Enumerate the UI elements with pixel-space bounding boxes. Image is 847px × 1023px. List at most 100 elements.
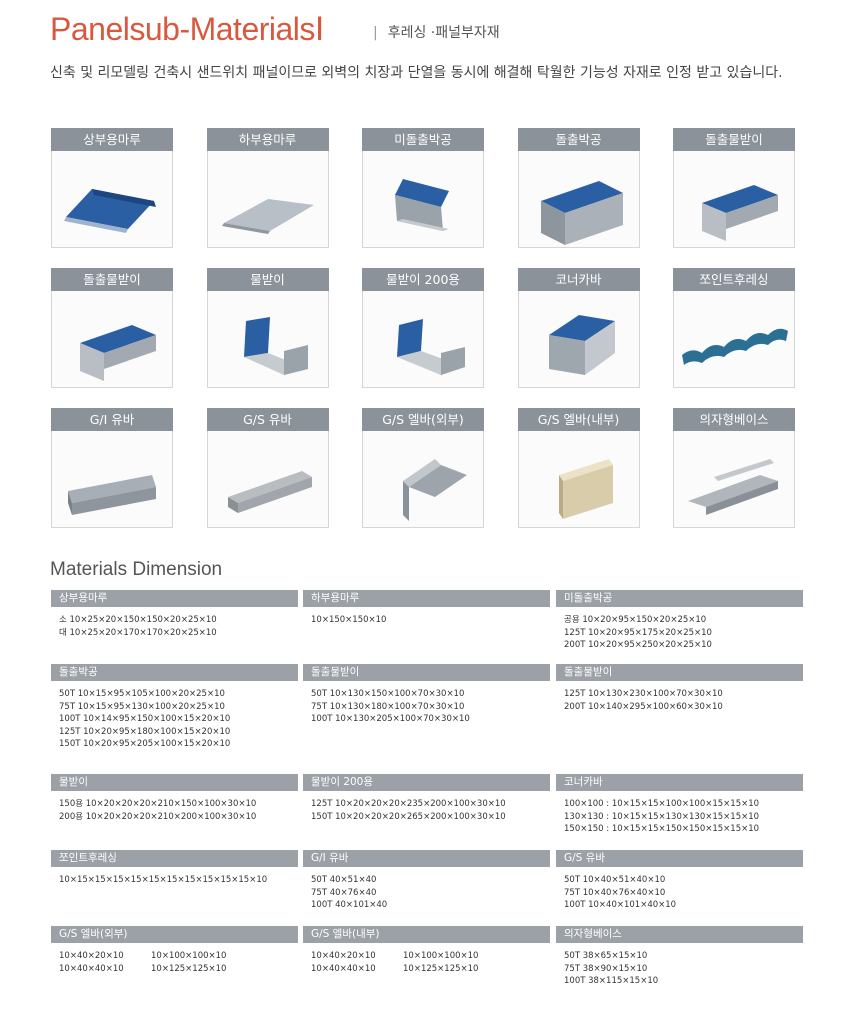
dimension-line: 10×125×125×10 xyxy=(151,963,227,974)
dimension-line: 75T 38×90×15×10 xyxy=(564,963,648,974)
product-card: 하부용마루 xyxy=(206,128,329,248)
dimension-cell-header: G/S 엘바(내부) xyxy=(303,926,550,943)
dimension-cell: 의자형베이스 50T 38×65×15×10 75T 38×90×15×10 100T… xyxy=(556,926,803,988)
dimension-cell-header: 돌출물받이 xyxy=(556,664,803,681)
lower-ridge-icon xyxy=(206,151,329,248)
dimension-cell: 물받이 150용 10×20×20×20×210×150×100×30×10 200… xyxy=(51,774,298,823)
dimension-line: 75T 40×76×40 xyxy=(311,887,377,898)
dimension-line: 130×130 : 10×15×15×130×130×15×15×10 xyxy=(564,811,760,822)
dimension-cell-header: 물받이 xyxy=(51,774,298,791)
dimension-line: 150T 10×20×20×20×265×200×100×30×10 xyxy=(311,811,506,822)
dimension-cell-header: G/S 엘바(외부) xyxy=(51,926,298,943)
product-card-title: 하부용마루 xyxy=(206,128,329,151)
product-card-title: 쪼인트후레싱 xyxy=(673,268,795,291)
dimension-line: 125T 10×130×230×100×70×30×10 xyxy=(564,689,723,699)
gs-angle-outer-icon xyxy=(362,431,484,528)
dimension-column: 10×100×100×10 10×125×125×10 xyxy=(151,950,243,975)
dimension-line: 10×100×100×10 xyxy=(151,951,227,961)
product-card-title: 돌출물받이 xyxy=(673,128,795,151)
dimension-line: 50T 10×40×51×40×10 xyxy=(564,875,666,885)
gutter-icon xyxy=(206,291,329,388)
gs-angle-inner-icon xyxy=(517,431,640,528)
dimension-cell-header: 물받이 200용 xyxy=(303,774,550,791)
chair-base-icon xyxy=(673,431,795,528)
product-card-title: G/S 유바 xyxy=(206,408,329,431)
product-card-title: 상부용마루 xyxy=(51,128,173,151)
product-card: G/S 엘바(외부) xyxy=(362,408,484,528)
dimension-line: 200T 10×140×295×100×60×30×10 xyxy=(564,701,723,712)
dimension-cell-body: 50T 10×15×95×105×100×20×25×10 75T 10×15×9… xyxy=(51,681,298,751)
product-card: G/I 유바 xyxy=(51,408,173,528)
product-card: 물받이 200용 xyxy=(362,268,484,388)
product-card-title: 돌출박공 xyxy=(517,128,640,151)
dimension-cell-header: 하부용마루 xyxy=(303,590,550,607)
dimension-line: 150T 10×20×95×205×100×15×20×10 xyxy=(59,739,231,750)
corner-cover-icon xyxy=(517,291,640,388)
dimension-line: 10×125×125×10 xyxy=(403,963,479,974)
separator-bar: | xyxy=(373,25,378,41)
dimension-line: 100T 10×130×205×100×70×30×10 xyxy=(311,714,470,725)
product-card-title: 코너카바 xyxy=(517,268,640,291)
dimension-cell-header: 코너카바 xyxy=(556,774,803,791)
dimension-line: 150×150 : 10×15×15×150×150×15×15×10 xyxy=(564,824,760,835)
product-card-title: 돌출물받이 xyxy=(51,268,173,291)
product-card: 의자형베이스 xyxy=(673,408,795,528)
dimension-line: 200T 10×20×95×250×20×25×10 xyxy=(564,640,712,651)
gs-channel-icon xyxy=(206,431,329,528)
dimension-cell: 돌출물받이 125T 10×130×230×100×70×30×10 200T 10… xyxy=(556,664,803,713)
dimension-cell-body: 공용 10×20×95×150×20×25×10 125T 10×20×95×17… xyxy=(556,607,803,652)
ridge-cap-icon xyxy=(51,151,173,248)
dimension-line: 75T 10×40×76×40×10 xyxy=(564,887,666,898)
dimension-line: 75T 10×15×95×130×100×20×25×10 xyxy=(59,701,225,712)
protruding-gutter-icon xyxy=(673,151,795,248)
dimension-cell-header: 의자형베이스 xyxy=(556,926,803,943)
product-card: 상부용마루 xyxy=(51,128,173,248)
page-header: Panelsub-MaterialsⅠ |후레싱 ·패널부자재 xyxy=(50,10,810,50)
product-card: 미돌출박공 xyxy=(362,128,484,248)
product-card: 쪼인트후레싱 xyxy=(673,268,795,388)
dimension-line: 10×150×150×10 xyxy=(311,615,387,625)
dimension-cell-header: G/I 유바 xyxy=(303,850,550,867)
dimension-cell-body: 10×15×15×15×15×15×15×15×15×15×15×10 xyxy=(51,867,298,887)
subtitle-text: 후레싱 ·패널부자재 xyxy=(387,25,500,41)
dimension-line: 125T 10×20×95×175×20×25×10 xyxy=(564,627,712,638)
dimension-line: 50T 40×51×40 xyxy=(311,875,377,885)
dimension-cell-body: 150용 10×20×20×20×210×150×100×30×10 200용 1… xyxy=(51,791,298,823)
dimension-line: 공용 10×20×95×150×20×25×10 xyxy=(564,615,707,625)
dimension-line: 50T 10×15×95×105×100×20×25×10 xyxy=(59,689,225,699)
dimension-line: 125T 10×20×95×180×100×15×20×10 xyxy=(59,726,231,737)
gable-flashing-icon xyxy=(362,151,484,248)
product-card: 돌출물받이 xyxy=(51,268,173,388)
dimension-cell: G/I 유바 50T 40×51×40 75T 40×76×40 100T 40×10… xyxy=(303,850,550,912)
dimension-cell: 하부용마루 10×150×150×10 xyxy=(303,590,550,627)
dimension-line: 75T 10×130×180×100×70×30×10 xyxy=(311,701,465,712)
dimension-line: 100T 38×115×15×10 xyxy=(564,976,659,987)
dimension-line: 200용 10×20×20×20×210×200×100×30×10 xyxy=(59,811,257,822)
dimension-line: 50T 38×65×15×10 xyxy=(564,951,648,961)
product-card-title: 물받이 200용 xyxy=(362,268,484,291)
dimension-cell-header: 미돌출박공 xyxy=(556,590,803,607)
intro-text: 신축 및 리모델링 건축시 샌드위치 패널이므로 외벽의 치장과 단열을 동시에… xyxy=(50,65,783,81)
product-card: 코너카바 xyxy=(517,268,640,388)
product-card-title: G/I 유바 xyxy=(51,408,173,431)
dimension-line: 100T 10×40×101×40×10 xyxy=(564,900,677,911)
protruding-gable-icon xyxy=(517,151,640,248)
dimension-line: 100T 10×14×95×150×100×15×20×10 xyxy=(59,714,231,725)
dimension-line: 100T 40×101×40 xyxy=(311,900,388,911)
dimension-cell-body: 125T 10×130×230×100×70×30×10 200T 10×140×… xyxy=(556,681,803,713)
dimension-cell-body: 50T 38×65×15×10 75T 38×90×15×10 100T 38×11… xyxy=(556,943,803,988)
dimension-cell-header: 돌출물받이 xyxy=(303,664,550,681)
dimension-line: 150용 10×20×20×20×210×150×100×30×10 xyxy=(59,799,257,809)
